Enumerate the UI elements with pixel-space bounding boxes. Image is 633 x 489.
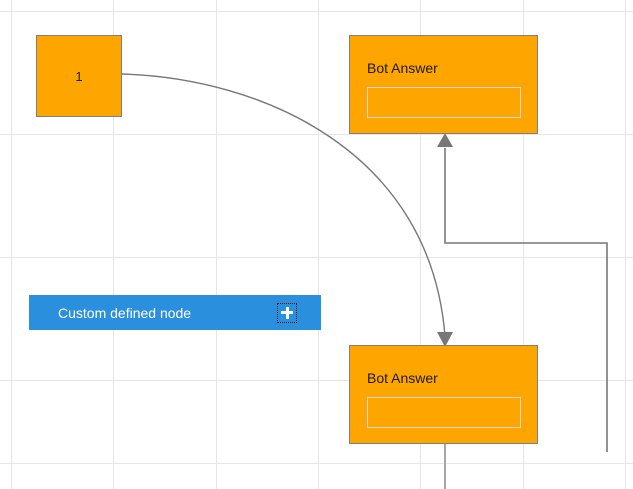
node-start-label: 1 — [75, 68, 83, 84]
node-bot-answer-top[interactable]: Bot Answer — [349, 35, 538, 134]
node-bot-answer-bottom-slot[interactable] — [367, 397, 521, 428]
grid-line-horizontal-3 — [0, 380, 633, 381]
grid-line-horizontal-0 — [0, 11, 633, 12]
node-bot-answer-bottom-title: Bot Answer — [367, 370, 438, 386]
grid-line-vertical-0 — [11, 0, 12, 489]
grid-line-horizontal-1 — [0, 134, 633, 135]
node-start[interactable]: 1 — [36, 35, 122, 117]
grid-line-horizontal-2 — [0, 257, 633, 258]
node-bot-answer-top-title: Bot Answer — [367, 60, 438, 76]
add-node-button[interactable] — [277, 302, 297, 323]
grid-line-vertical-3 — [318, 0, 319, 489]
grid-line-horizontal-4 — [0, 463, 633, 464]
custom-defined-node-label: Custom defined node — [58, 304, 192, 321]
custom-defined-node-bar[interactable]: Custom defined node — [29, 295, 321, 330]
node-bot-answer-top-slot[interactable] — [367, 87, 521, 118]
grid-line-vertical-2 — [216, 0, 217, 489]
grid-line-vertical-6 — [625, 0, 626, 489]
arrowhead-up-icon — [437, 133, 453, 147]
plus-icon — [281, 306, 293, 319]
node-bot-answer-bottom[interactable]: Bot Answer — [349, 345, 538, 444]
